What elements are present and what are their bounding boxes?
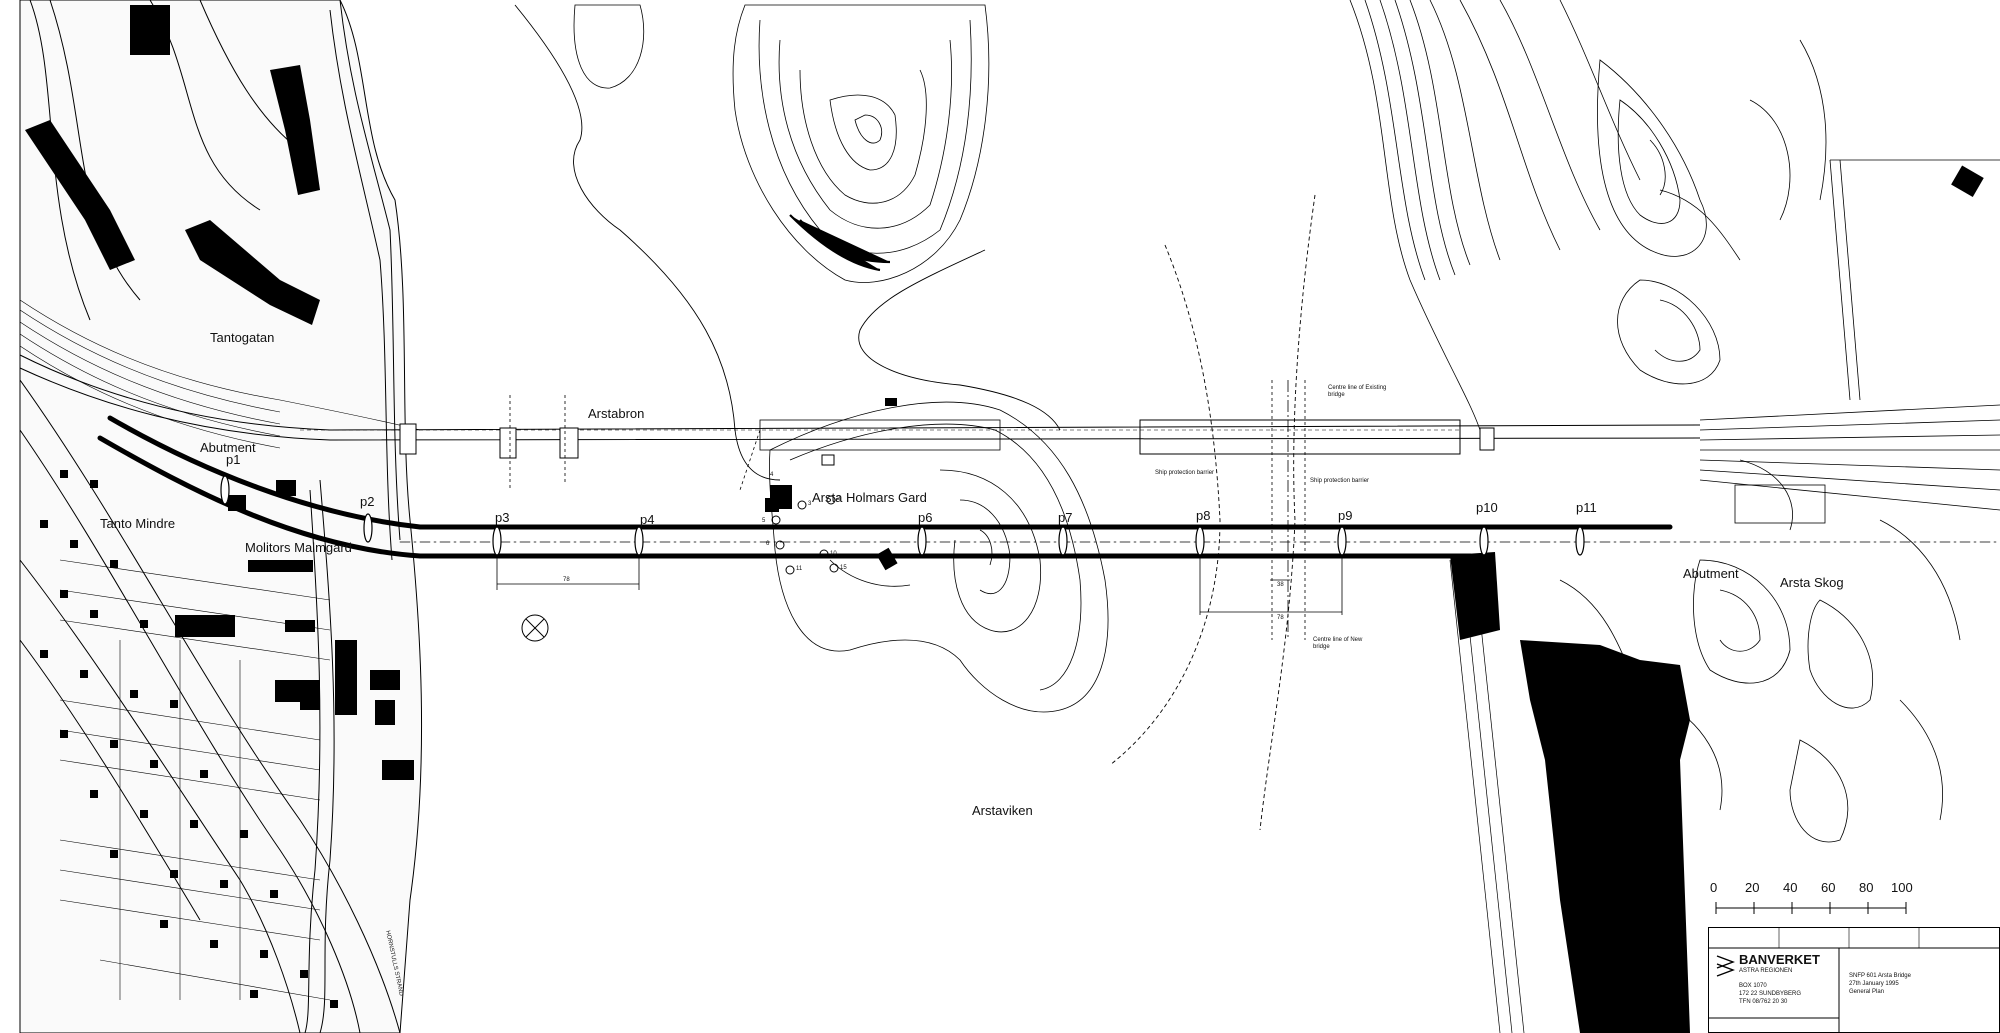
island-point: 3 [808, 501, 812, 507]
island-point: 5 [762, 518, 766, 524]
island-point: 4 [770, 472, 774, 478]
pier-label-p6: p6 [918, 510, 933, 525]
org-region: ASTRA REGIONEN [1739, 968, 1793, 974]
project-name: SNFP 601 Arsta Bridge [1849, 973, 1911, 979]
island-point: 6 [766, 541, 770, 547]
island-point: 15 [840, 565, 847, 571]
island-point: 11 [796, 566, 803, 572]
label-arstabron: Arstabron [588, 406, 645, 421]
dim-p3-p4: 78 [563, 577, 570, 583]
pier-label-p8: p8 [1196, 508, 1211, 523]
left-houses [40, 470, 338, 1008]
label-centre-new: Centre line of New bridge [1313, 637, 1363, 650]
project-date: 27th January 1995 [1849, 981, 1899, 987]
label-ship-barrier-2: Ship protection barrier [1310, 478, 1370, 484]
label-arsta-holmars: Arsta Holmars Gard [812, 490, 927, 505]
dimension-lines [496, 556, 1343, 615]
label-molitors: Molitors Malmgard [245, 540, 352, 555]
label-ship-barrier-1: Ship protection barrier [1155, 470, 1215, 476]
label-abutment-left: Abutment [200, 440, 256, 455]
rail-yard [1699, 159, 2000, 524]
scale-tick: 40 [1783, 880, 1798, 895]
left-buildings [25, 5, 414, 780]
pier-label-p2: p2 [360, 494, 375, 509]
scale-tick: 0 [1710, 880, 1718, 895]
rocky-island-hatch [789, 214, 891, 272]
right-quay-lines [1449, 559, 1525, 1033]
dim-nav-b: 78 [1277, 615, 1284, 621]
label-arsta-skog: Arsta Skog [1780, 575, 1844, 590]
org-phone: TFN 08/762 20 30 [1739, 999, 1788, 1005]
label-arstaviken: Arstaviken [972, 803, 1033, 818]
pier-label-p4: p4 [640, 512, 655, 527]
ship-barriers [1109, 194, 1316, 831]
existing-bridge [19, 354, 1701, 455]
label-centre-existing: Centre line of Existing bridge [1328, 385, 1387, 398]
right-buildings [1450, 165, 1984, 1033]
pier-label-p10: p10 [1476, 500, 1498, 515]
island-point: 2 [837, 496, 841, 502]
label-abutment-right: Abutment [1683, 566, 1739, 581]
existing-bridge-piers [399, 423, 1495, 459]
drawing-title: General Plan [1849, 989, 1885, 995]
org-name: BANVERKET [1739, 952, 1820, 967]
scale-tick: 80 [1859, 880, 1874, 895]
org-address2: 172 22 SUNDBYBERG [1739, 991, 1802, 997]
centre-lines [1271, 380, 1306, 640]
new-bridge-piers [220, 475, 1585, 556]
banverket-logo-icon [1716, 955, 1735, 977]
pier-label-p7: p7 [1058, 510, 1073, 525]
title-block: BANVERKET ASTRA REGIONEN BOX 1070 172 22… [1708, 927, 2000, 1033]
pier-label-p3: p3 [495, 510, 510, 525]
pier-label-p1: p1 [226, 452, 241, 467]
small-island [573, 4, 645, 89]
bay-shore [514, 4, 1061, 481]
scale-tick: 100 [1891, 880, 1913, 895]
island-features [765, 398, 898, 575]
scale-tick: 20 [1745, 880, 1760, 895]
pier-label-p9: p9 [1338, 508, 1353, 523]
existing-bridge-pier-lines [509, 395, 761, 491]
scale-bar: 0 20 40 60 80 100 [1710, 880, 1913, 920]
rocky-island [732, 4, 990, 283]
org-address1: BOX 1070 [1739, 983, 1767, 989]
right-shore [1349, 0, 1961, 901]
pier-label-p11: p11 [1576, 500, 1597, 515]
scale-tick: 60 [1821, 880, 1836, 895]
dim-nav-a: 38 [1277, 582, 1284, 588]
label-tantogatan: Tantogatan [210, 330, 275, 345]
north-marker [521, 614, 549, 642]
island-point: 10 [830, 551, 837, 557]
label-tanto-mindre: Tanto Mindre [100, 516, 176, 531]
